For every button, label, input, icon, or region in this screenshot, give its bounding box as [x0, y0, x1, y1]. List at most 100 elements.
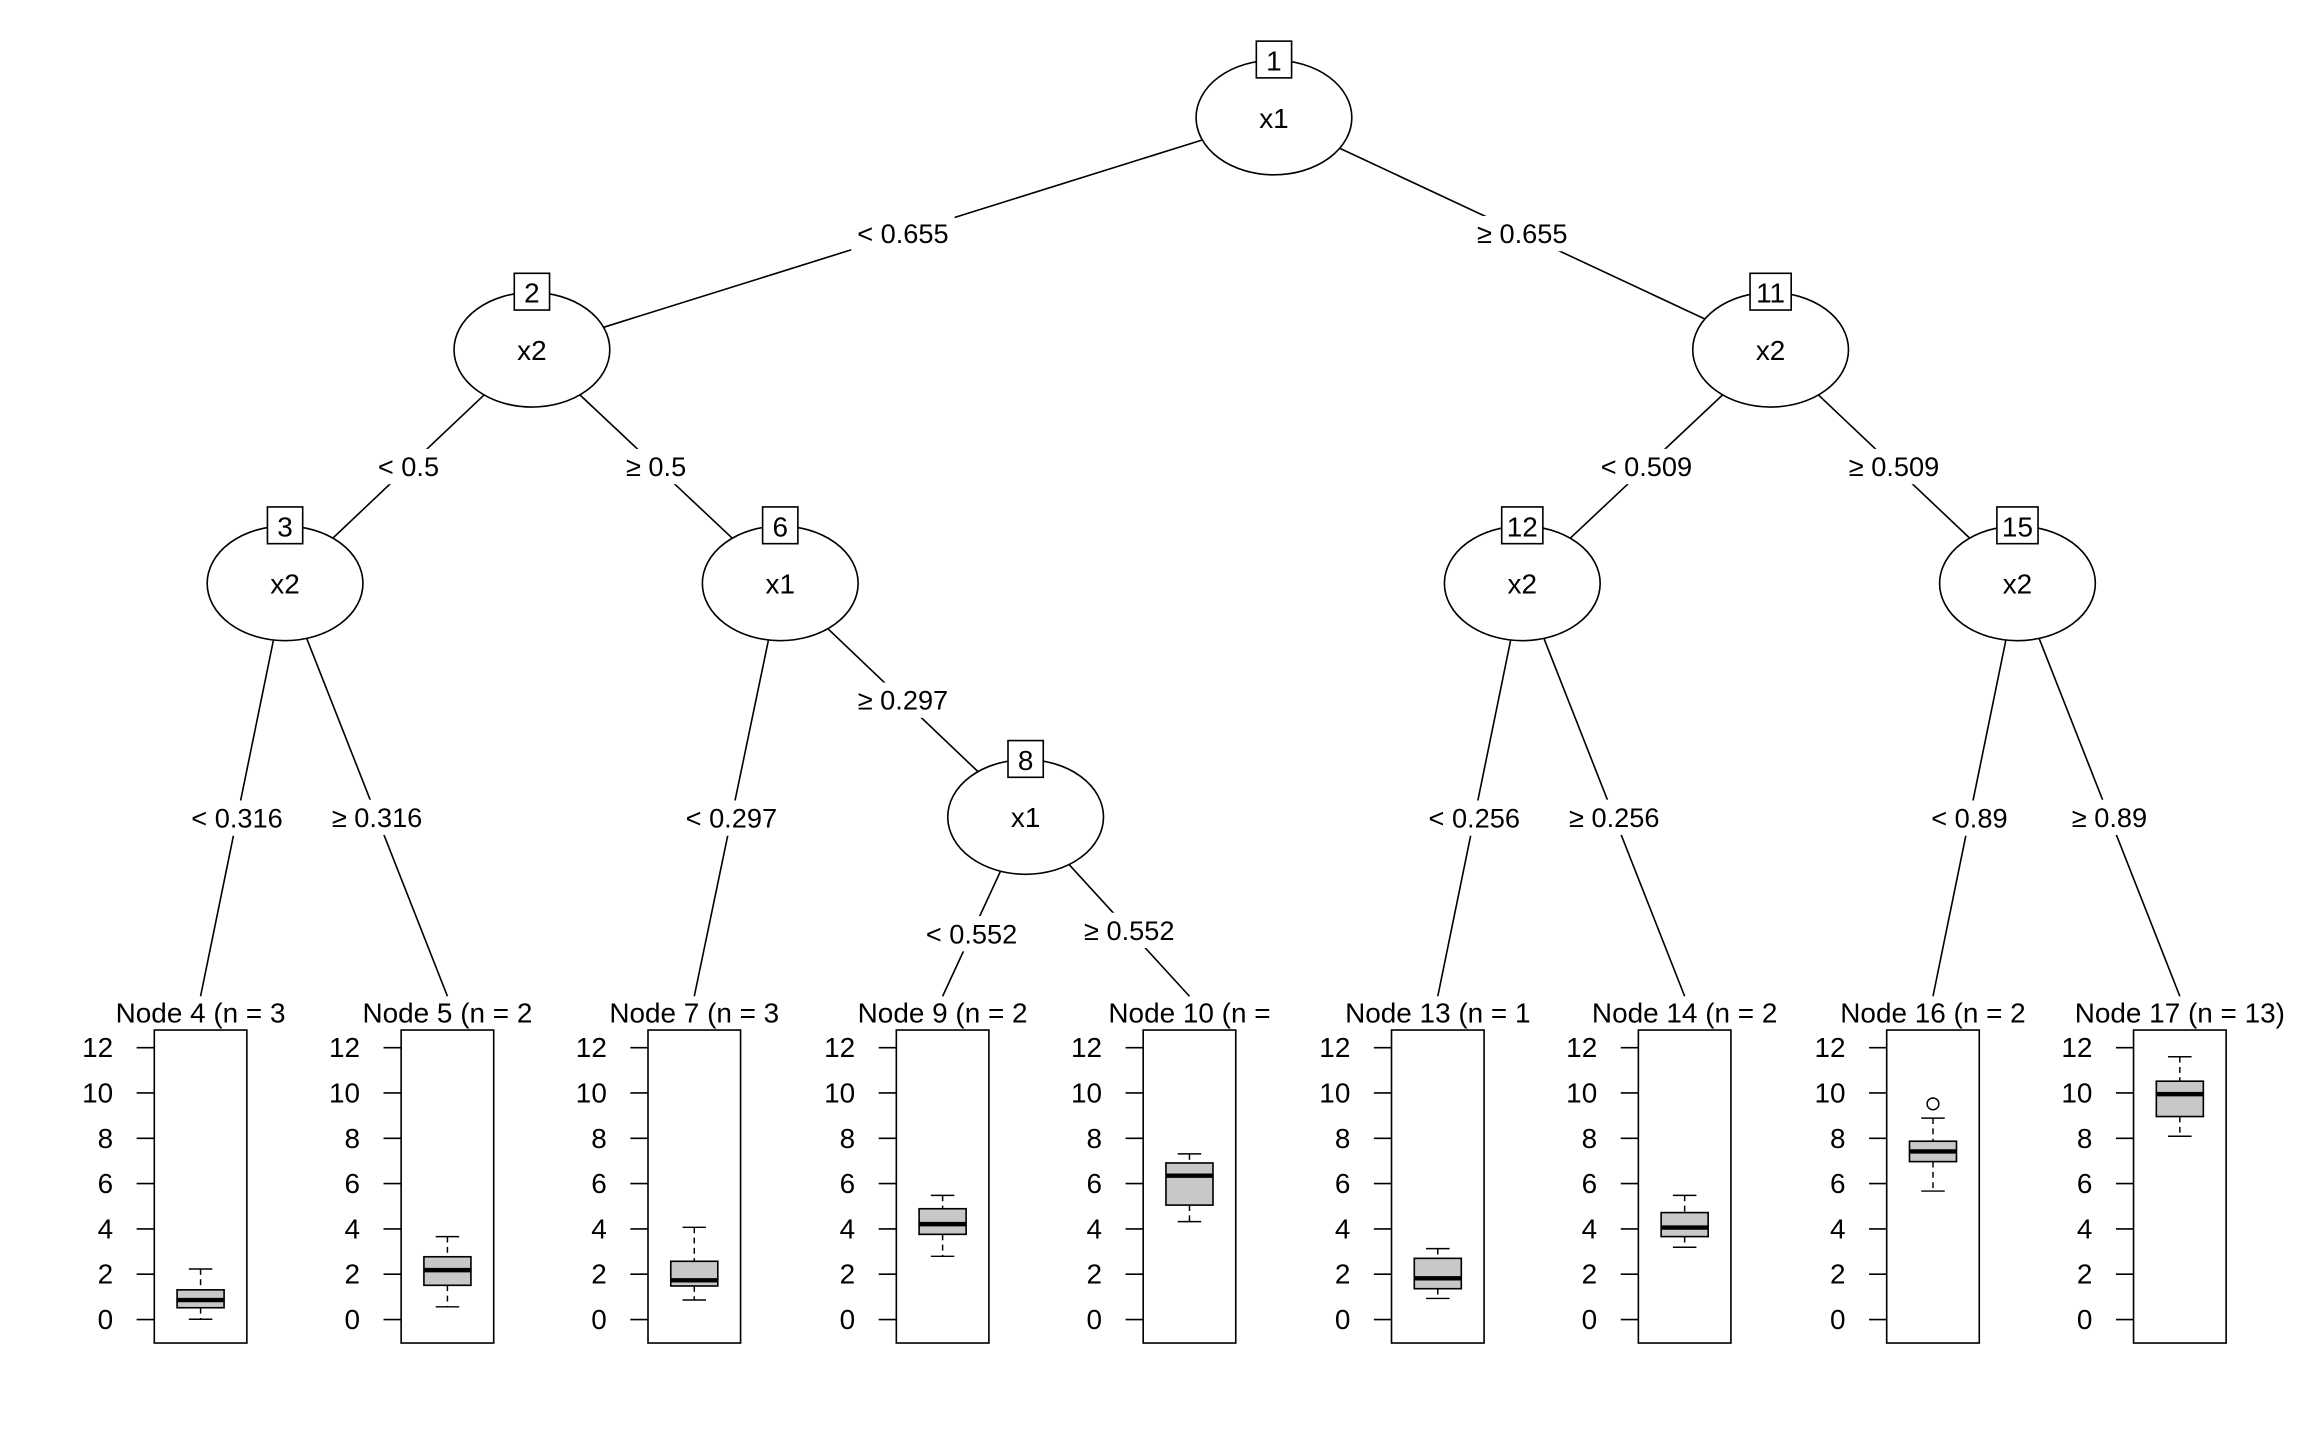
- node-id: 1: [1266, 46, 1282, 77]
- y-tick-label: 0: [1087, 1304, 1103, 1335]
- split-label-6-right: ≥ 0.297: [851, 682, 955, 718]
- split-label-text: < 0.552: [926, 918, 1017, 949]
- y-tick-label: 6: [1087, 1168, 1103, 1199]
- split-variable: x2: [1508, 569, 1537, 600]
- leaf-title: Node 4 (n = 3: [116, 998, 286, 1029]
- y-tick-label: 10: [576, 1078, 607, 1109]
- node-id: 6: [772, 511, 788, 542]
- split-label-text: < 0.655: [857, 218, 948, 249]
- leaf-title: Node 17 (n = 13): [2075, 998, 2285, 1029]
- node-id-box: [1500, 506, 1544, 545]
- split-label-12-left: < 0.256: [1422, 800, 1526, 836]
- y-tick-label: 0: [98, 1304, 114, 1335]
- leaf-title: Node 5 (n = 2: [362, 998, 532, 1029]
- iqr-box: [1660, 1211, 1709, 1238]
- split-label-15-left: < 0.89: [1924, 800, 2015, 836]
- split-label-text: ≥ 0.552: [1084, 915, 1174, 946]
- y-tick-label: 6: [98, 1168, 114, 1199]
- inner-node-1: x1 1: [1195, 40, 1353, 176]
- iqr-box: [1165, 1162, 1214, 1206]
- y-tick-label: 10: [1566, 1078, 1597, 1109]
- y-tick-label: 12: [1071, 1032, 1102, 1063]
- split-label-text: ≥ 0.297: [858, 685, 948, 716]
- split-variable: x2: [517, 335, 546, 366]
- inner-node-3: x23: [206, 506, 364, 642]
- inner-node-6: x1 6: [701, 506, 859, 642]
- y-tick-label: 10: [824, 1078, 855, 1109]
- node-id-box: [1255, 40, 1293, 79]
- split-variable: x2: [1756, 335, 1785, 366]
- terminal-nodes: Node 4 (n = 3 0 2 4 6 8 10 12 Node 5 (n = 2 0 2 4 6 8…: [82, 998, 2285, 1344]
- split-label-12-right: ≥ 0.256: [1562, 799, 1667, 835]
- split-label-11-right: ≥ 0.509: [1842, 448, 1946, 485]
- y-tick-label: 6: [1582, 1168, 1598, 1199]
- split-variable: x1: [1259, 103, 1288, 134]
- y-tick-label: 2: [98, 1259, 114, 1290]
- split-label-text: < 0.256: [1429, 803, 1520, 834]
- y-tick-label: 6: [2077, 1168, 2093, 1199]
- split-label-text: < 0.316: [191, 803, 282, 834]
- y-tick-label: 10: [1815, 1078, 1846, 1109]
- leaf-panel: [1390, 1029, 1485, 1344]
- leaf-title: Node 14 (n = 2: [1592, 998, 1777, 1029]
- split-label-3-right: ≥ 0.316: [325, 799, 429, 835]
- split-label-text: ≥ 0.5: [626, 451, 686, 482]
- split-variable: x1: [766, 569, 795, 600]
- split-label-text: < 0.89: [1931, 803, 2007, 834]
- split-label-text: < 0.297: [686, 803, 777, 834]
- y-tick-label: 10: [1071, 1078, 1102, 1109]
- y-tick-label: 8: [98, 1123, 114, 1154]
- split-variable: x1: [1011, 802, 1040, 833]
- leaf-panel: [1637, 1029, 1732, 1344]
- y-tick-label: 4: [344, 1213, 360, 1244]
- y-tick-label: 6: [591, 1168, 607, 1199]
- split-variable: x2: [270, 569, 299, 600]
- node-id: 8: [1018, 745, 1034, 776]
- y-tick-label: 4: [1582, 1213, 1598, 1244]
- y-tick-label: 2: [1830, 1259, 1846, 1290]
- y-tick-label: 12: [576, 1032, 607, 1063]
- y-tick-label: 8: [1830, 1123, 1846, 1154]
- y-tick-label: 2: [344, 1259, 360, 1290]
- y-tick-label: 0: [2077, 1304, 2093, 1335]
- y-tick-label: 8: [1335, 1123, 1351, 1154]
- y-tick-label: 2: [2077, 1259, 2093, 1290]
- split-label-text: ≥ 0.256: [1569, 802, 1659, 833]
- y-tick-label: 10: [1319, 1078, 1350, 1109]
- y-tick-label: 10: [329, 1078, 360, 1109]
- split-label-2-right: ≥ 0.5: [617, 448, 695, 485]
- y-tick-label: 12: [824, 1032, 855, 1063]
- split-label-1-right: ≥ 0.655: [1470, 216, 1575, 252]
- y-tick-label: 4: [2077, 1213, 2093, 1244]
- node-id-box: [1749, 272, 1792, 311]
- node-id-box: [513, 272, 551, 311]
- y-tick-label: 8: [591, 1123, 607, 1154]
- y-tick-label: 10: [82, 1078, 113, 1109]
- y-tick-label: 8: [1582, 1123, 1598, 1154]
- leaf-title: Node 10 (n =: [1108, 998, 1270, 1029]
- inner-node-8: x1 8: [946, 739, 1105, 876]
- node-id: 12: [1507, 511, 1538, 542]
- tree-edges: [199, 139, 2181, 997]
- y-tick-label: 8: [1087, 1123, 1103, 1154]
- y-tick-label: 2: [840, 1259, 856, 1290]
- y-tick-label: 0: [840, 1304, 856, 1335]
- split-labels: < 0.655≥ 0.655< 0.5≥ 0.5< 0.316≥ 0.316< …: [185, 216, 2155, 952]
- node-id-box: [1996, 506, 2039, 545]
- y-tick-label: 6: [1335, 1168, 1351, 1199]
- y-tick-label: 12: [2061, 1032, 2092, 1063]
- y-tick-label: 10: [2061, 1078, 2092, 1109]
- split-label-text: ≥ 0.509: [1849, 451, 1939, 482]
- node-id: 15: [2002, 511, 2033, 542]
- node-id-box: [1007, 739, 1045, 779]
- y-tick-label: 4: [1087, 1213, 1103, 1244]
- y-tick-label: 4: [1335, 1213, 1351, 1244]
